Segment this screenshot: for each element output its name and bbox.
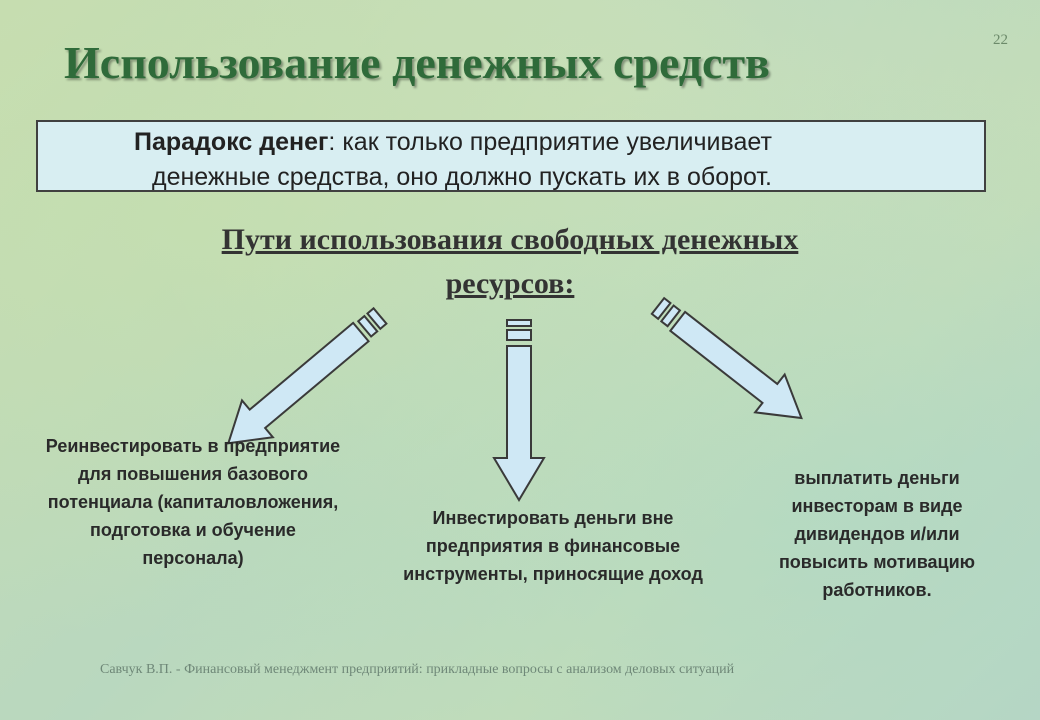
middle-arrow [492,319,546,502]
option-line: работников. [822,580,932,600]
option-line: подготовка и обучение [90,520,296,540]
option-line: Инвестировать деньги вне [432,508,674,528]
option-invest-outside: Инвестировать деньги вне предприятия в ф… [368,504,738,588]
option-line: выплатить деньги [794,468,960,488]
left-arrow [226,306,388,445]
subtitle-line-1: Пути использования свободных денежных [221,223,799,256]
option-line: потенциала (капиталовложения, [47,492,339,512]
right-arrow [650,296,803,420]
paradox-text-1: : как только предприятие увеличивает [328,128,772,156]
slide-number: 22 [993,32,1008,48]
option-line: дивидендов и/или [794,524,960,544]
slide-title: Использование денежных средств [64,37,770,88]
option-pay-investors: выплатить деньги инвесторам в виде дивид… [742,464,1012,604]
option-line: Реинвестировать в предприятие [45,436,341,456]
subtitle-line-2: ресурсов: [445,267,575,300]
footer-citation: Савчук В.П. - Финансовый менеджмент пред… [100,662,735,677]
paradox-term: Парадокс денег [134,128,329,156]
option-line: инструменты, приносящие доход [403,564,703,584]
paradox-line-1: Парадокс денег: как только предприятие у… [38,128,984,157]
option-line: инвесторам в виде [791,496,963,516]
option-reinvest: Реинвестировать в предприятие для повыше… [8,432,378,572]
option-line: повысить мотивацию [778,552,976,572]
paradox-box: Парадокс денег: как только предприятие у… [36,120,986,192]
paradox-line-2: денежные средства, оно должно пускать их… [152,163,772,191]
option-line: для повышения базового [77,464,309,484]
option-line: предприятия в финансовые [425,536,681,556]
option-line: персонала) [142,548,244,568]
subtitle: Пути использования свободных денежных ре… [100,218,920,306]
